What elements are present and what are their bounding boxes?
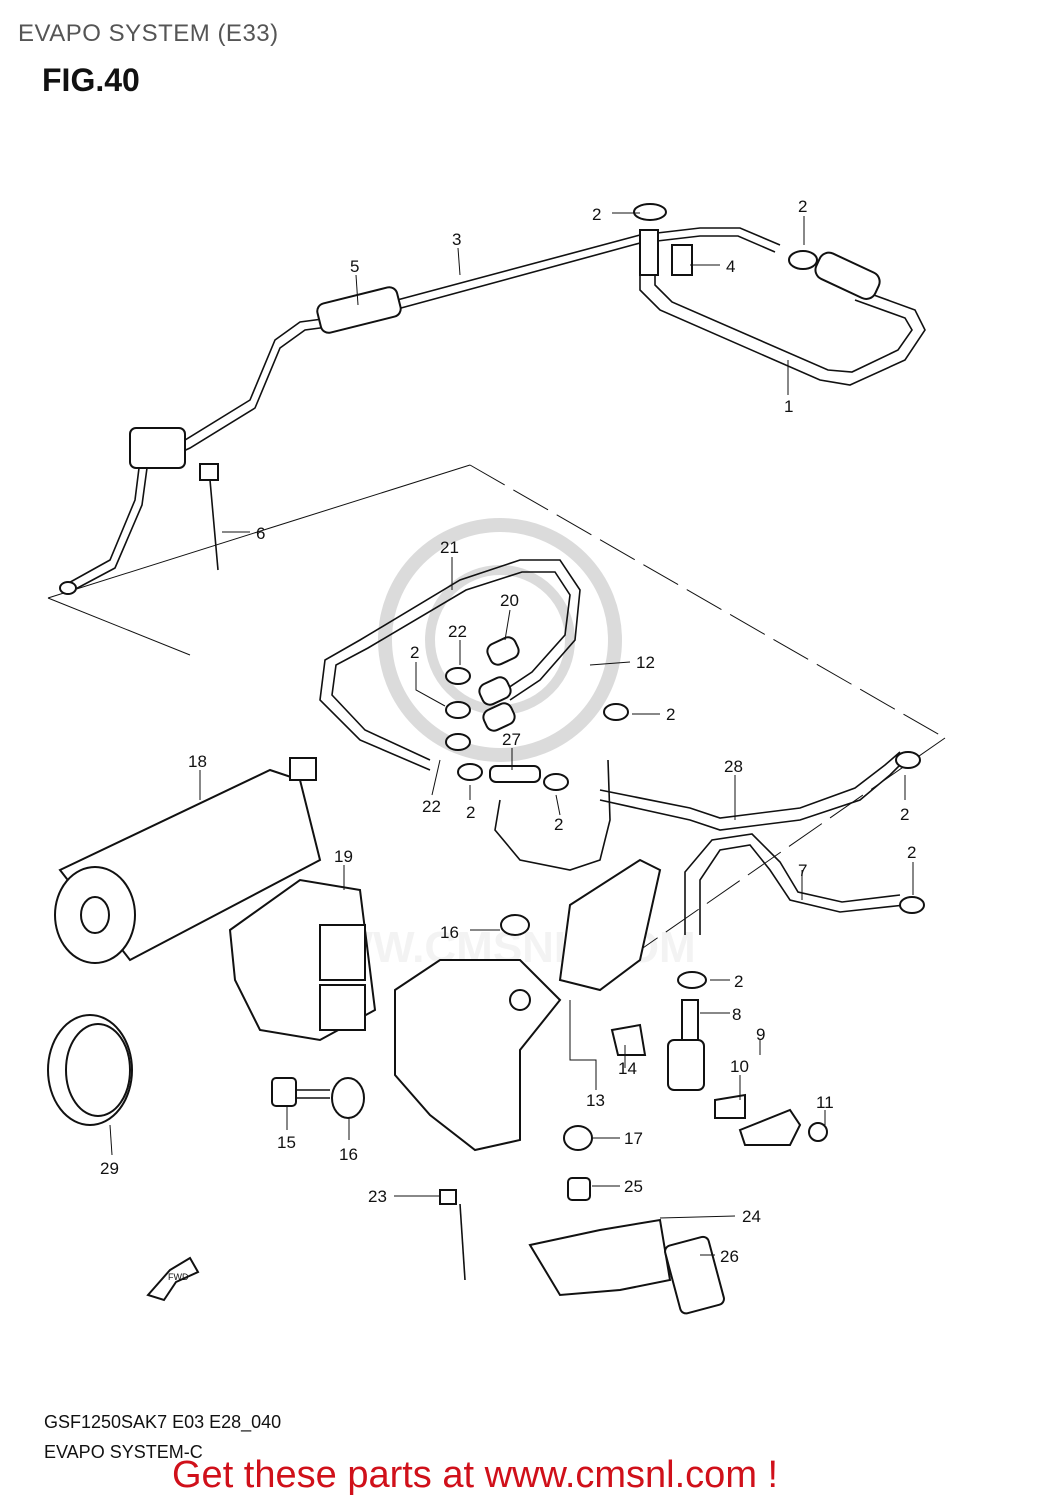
callout-3: 3	[452, 230, 461, 249]
page-title: EVAPO SYSTEM (E33)	[18, 20, 279, 47]
mounting-bracket	[394, 858, 662, 1152]
hose-grommet	[129, 427, 186, 469]
promo-link[interactable]: Get these parts at www.cmsnl.com !	[172, 1454, 779, 1496]
callout-10: 10	[730, 1057, 749, 1076]
callout-2: 2	[666, 705, 675, 724]
callout-25: 25	[624, 1177, 643, 1196]
callout-2: 2	[410, 643, 419, 662]
bolt	[271, 1077, 297, 1107]
callout-8: 8	[732, 1005, 741, 1024]
hose-sleeve	[316, 286, 402, 334]
rubber-pad	[664, 1235, 725, 1315]
canister-bracket	[228, 878, 377, 1042]
callout-18: 18	[188, 752, 207, 771]
hose-fittings	[445, 636, 925, 989]
callout-22: 22	[422, 797, 441, 816]
callout-9: 9	[756, 1025, 765, 1044]
valve-assembly	[610, 999, 802, 1146]
section-name: EVAPO SYSTEM-C	[44, 1442, 203, 1462]
callout-5: 5	[350, 257, 359, 276]
callout-21: 21	[440, 538, 459, 557]
callout-labels: 1 2 2 3 4 5 6 21 20 22 12 2 2 27 18 28 2…	[100, 197, 916, 1266]
callout-16: 16	[339, 1145, 358, 1164]
callout-2: 2	[554, 815, 563, 834]
cable-tie	[199, 463, 219, 571]
callout-2: 2	[466, 803, 475, 822]
callout-16: 16	[440, 923, 459, 942]
hose-joint	[489, 765, 541, 783]
fwd-label: FWD	[168, 1272, 189, 1282]
callout-28: 28	[724, 757, 743, 776]
callout-14: 14	[618, 1059, 637, 1078]
callout-7: 7	[798, 861, 807, 880]
callout-2: 2	[592, 205, 601, 224]
bracket-plate	[528, 1218, 672, 1297]
hose-clip	[714, 1093, 746, 1119]
callout-22: 22	[448, 622, 467, 641]
callout-12: 12	[636, 653, 655, 672]
model-code: GSF1250SAK7 E03 E28_040	[44, 1412, 282, 1432]
callout-29: 29	[100, 1159, 119, 1178]
leader-lines	[109, 212, 914, 1256]
hose-clamp-bracket	[738, 1108, 802, 1146]
collar	[563, 1125, 593, 1151]
forward-arrow: FWD	[146, 1256, 200, 1302]
hose-clamp	[633, 203, 818, 276]
callout-26: 26	[720, 1247, 739, 1266]
callout-1: 1	[784, 397, 793, 416]
vent-hose-upper	[59, 227, 781, 595]
return-hose-loop	[639, 229, 926, 386]
bolt	[567, 1177, 591, 1201]
callout-13: 13	[586, 1091, 605, 1110]
callout-23: 23	[368, 1187, 387, 1206]
callout-4: 4	[726, 257, 735, 276]
callout-27: 27	[502, 730, 521, 749]
callout-19: 19	[334, 847, 353, 866]
callout-24: 24	[742, 1207, 761, 1226]
evap-canister	[54, 757, 322, 964]
rubber-mount	[500, 914, 530, 936]
callout-2: 2	[798, 197, 807, 216]
screw	[808, 1122, 828, 1142]
callout-20: 20	[500, 591, 519, 610]
small-bracket	[610, 1023, 647, 1056]
callout-2: 2	[907, 843, 916, 862]
hose-clip	[671, 244, 693, 276]
purge-hoses	[319, 559, 906, 935]
figure-number: FIG.40	[42, 62, 140, 98]
canister-cap	[47, 1014, 133, 1126]
callout-2: 2	[734, 972, 743, 991]
callout-11: 11	[816, 1093, 834, 1112]
fasteners	[271, 1077, 828, 1201]
lower-parts	[439, 1189, 725, 1315]
callout-17: 17	[624, 1129, 643, 1148]
callout-6: 6	[256, 524, 265, 543]
callout-15: 15	[277, 1133, 296, 1152]
grommet	[331, 1077, 365, 1119]
callout-2: 2	[900, 805, 909, 824]
platform-outline	[47, 464, 946, 951]
